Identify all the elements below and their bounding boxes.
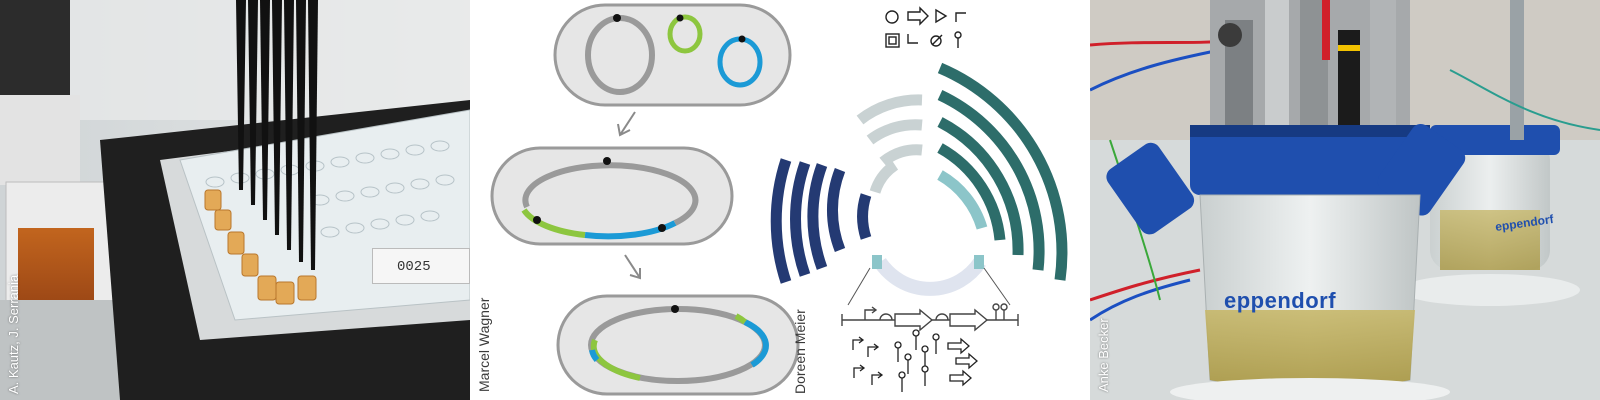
assembly-icon — [885, 33, 900, 48]
scattered-glyphs — [852, 329, 978, 392]
circuit-arcs — [770, 62, 1068, 296]
plasmid-diagram — [490, 3, 1068, 396]
diagram-panel: Marcel Wagner Doreen Meier — [470, 0, 1090, 400]
lab-photo-panel: 0025 A. Kautz, J. Serrania — [0, 0, 470, 400]
play-icon — [935, 8, 948, 24]
sbol-legend — [885, 6, 966, 48]
bioreactor-photo-panel: eppendorf eppendorf Anke Becker — [1090, 0, 1600, 400]
cell-1 — [553, 3, 792, 107]
lab-photo-illustration — [0, 0, 470, 400]
genetic-circuit-credit: Doreen Meier — [792, 309, 808, 394]
promoter-icon — [955, 12, 966, 22]
cds-icon — [907, 6, 929, 26]
linear-construct — [841, 303, 1019, 332]
plate-label: 0025 — [372, 248, 470, 284]
eppendorf-logo: eppendorf — [1223, 288, 1337, 313]
cell-3 — [556, 294, 800, 396]
no-icon — [930, 35, 942, 47]
bioreactor-illustration — [1090, 0, 1600, 400]
origin-icon — [885, 10, 899, 24]
bioreactor-photo-credit: Anke Becker — [1096, 318, 1111, 392]
lab-photo-credit: A. Kautz, J. Serrania — [6, 274, 21, 394]
cell-2 — [490, 146, 734, 246]
corner-icon — [907, 34, 918, 44]
plasmid-diagram-credit: Marcel Wagner — [476, 297, 492, 392]
